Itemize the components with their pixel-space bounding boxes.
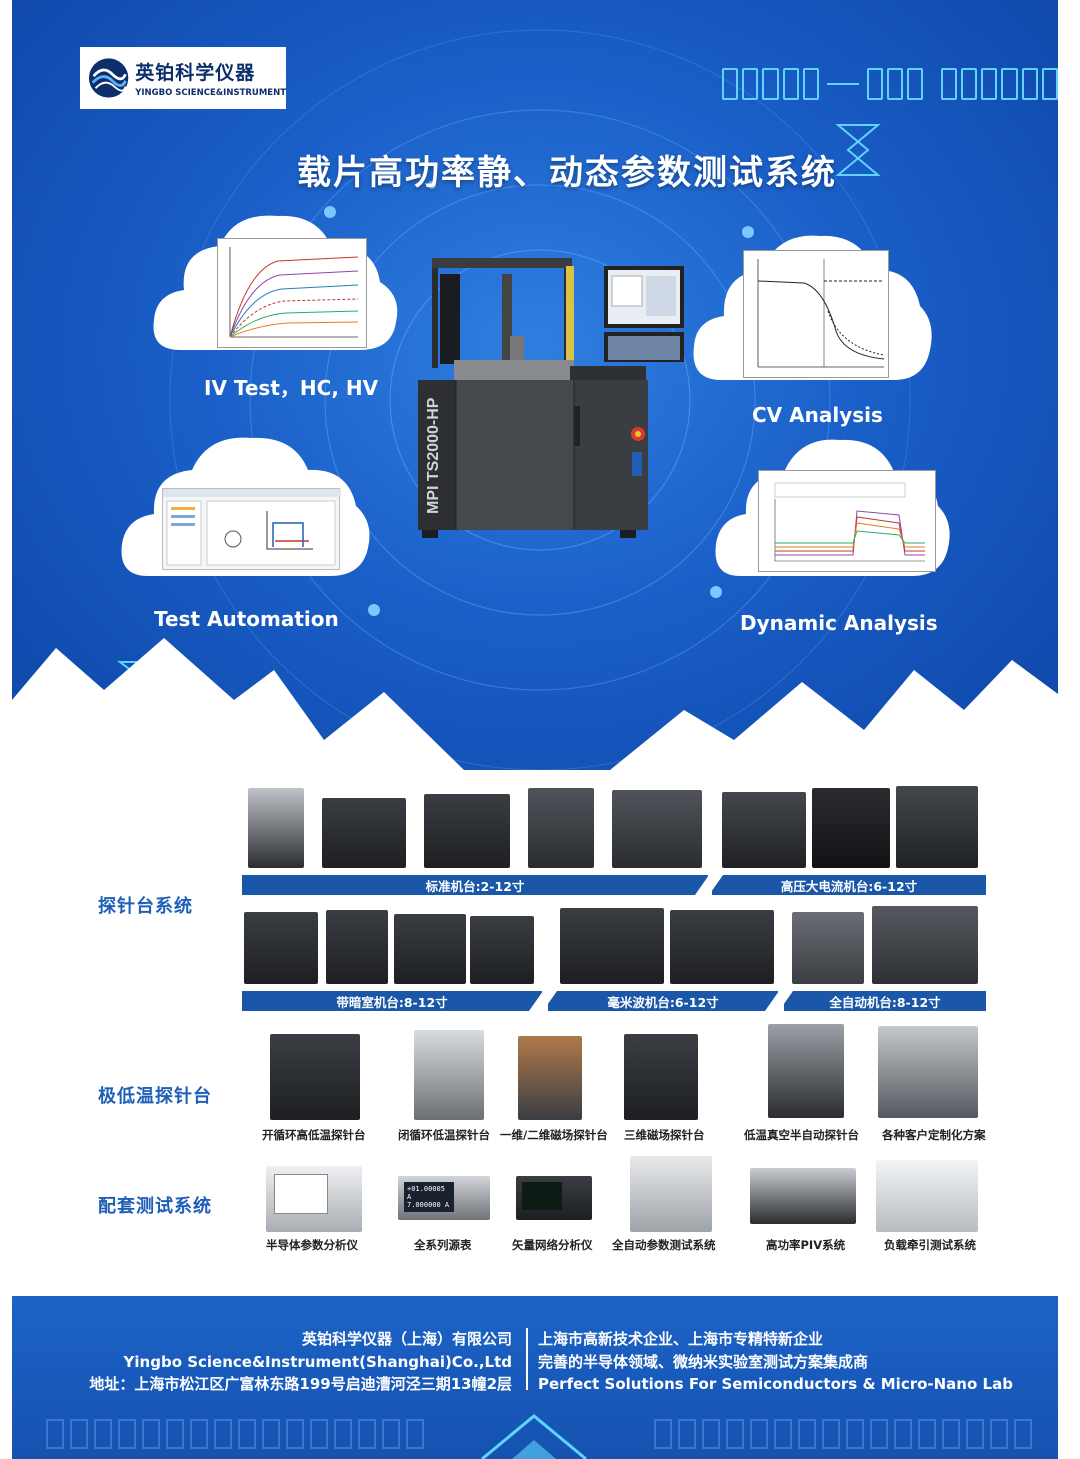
instrument-image-high-power-piv: [750, 1168, 856, 1224]
instrument-image-load-pull: [876, 1160, 978, 1232]
cv-curve-thumbnail: [743, 250, 889, 378]
footer-company-cn: 英铂科学仪器（上海）有限公司: [301, 1330, 512, 1348]
instrument-image-auto-param-system: [630, 1156, 712, 1232]
cryo-image-3d-magnetic: [624, 1034, 698, 1120]
cryo-caption-open-loop: 开循环高低温探针台: [262, 1128, 366, 1142]
product-image-mmwave-1: [560, 908, 664, 984]
footer-decoration: [481, 1414, 587, 1459]
footer-tag-1: 上海市高新技术企业、上海市专精特新企业: [538, 1330, 824, 1348]
cryo-image-open-loop: [270, 1034, 360, 1120]
source-meter-readout-2: 7.000000 A: [407, 1201, 450, 1209]
automation-software-thumbnail: [162, 488, 341, 570]
test-system-section-label: 配套测试系统: [98, 1196, 212, 1217]
brand-name-en: YINGBO SCIENCE&INSTRUMENT: [135, 88, 286, 98]
instrument-image-source-meter: +01.00005 A 7.000000 A: [398, 1176, 490, 1220]
product-image-manual-probe-1: [248, 788, 304, 868]
decorative-rings: [117, 29, 911, 770]
banner-high-voltage-stations: 高压大电流机台:6-12寸: [712, 875, 986, 895]
footer-company-en: Yingbo Science&Instrument(Shanghai)Co.,L…: [123, 1352, 512, 1371]
mountain-divider: [12, 638, 1058, 770]
instrument-caption-load-pull: 负载牵引测试系统: [884, 1238, 976, 1252]
footer-tagline-block: 上海市高新技术企业、上海市专精特新企业 完善的半导体领域、微纳米实验室测试方案集…: [538, 1328, 1013, 1396]
cloud-label-dynamic: Dynamic Analysis: [740, 611, 938, 635]
cryo-caption-closed-loop: 闭循环低温探针台: [398, 1128, 490, 1142]
hero-poster: 英铂科学仪器 YINGBO SCIENCE&INSTRUMENT 载片高功率静、…: [12, 0, 1058, 770]
footer: 英铂科学仪器（上海）有限公司 Yingbo Science&Instrument…: [12, 1296, 1058, 1459]
product-image-dark-1: [244, 912, 318, 984]
footer-ghost-glyphs-right: [654, 1414, 1032, 1454]
cryo-caption-2d-magnetic: 一维/二维磁场探针台: [500, 1128, 608, 1142]
product-image-manual-probe-3: [424, 794, 510, 868]
footer-company-block: 英铂科学仪器（上海）有限公司 Yingbo Science&Instrument…: [89, 1328, 512, 1396]
banner-fully-automatic: 全自动机台:8-12寸: [784, 991, 986, 1011]
brand-logo: 英铂科学仪器 YINGBO SCIENCE&INSTRUMENT: [80, 47, 286, 109]
banner-mmwave: 毫米波机台:6-12寸: [548, 991, 778, 1011]
cryo-image-closed-loop: [414, 1030, 484, 1120]
product-image-mmwave-2: [670, 910, 774, 984]
cloud-label-iv: IV Test，HC, HV: [204, 376, 379, 400]
footer-tag-3: Perfect Solutions For Semiconductors & M…: [538, 1375, 1013, 1393]
cloud-label-cv: CV Analysis: [752, 403, 883, 427]
product-image-dark-4: [470, 916, 534, 984]
product-image-dark-3: [394, 914, 466, 984]
cryo-image-custom: [878, 1026, 978, 1118]
cryo-caption-3d-magnetic: 三维磁场探针台: [624, 1128, 705, 1142]
brand-name-cn: 英铂科学仪器: [135, 62, 256, 84]
product-image-hv-2: [812, 788, 890, 868]
product-image-hv-3: [896, 786, 978, 868]
hero-title: 载片高功率静、动态参数测试系统: [297, 153, 837, 193]
banner-dark-chamber: 带暗室机台:8-12寸: [242, 991, 542, 1011]
footer-ghost-glyphs-left: [46, 1414, 424, 1454]
cryo-image-2d-magnetic: [518, 1036, 582, 1120]
instrument-caption-vna: 矢量网络分析仪: [512, 1238, 593, 1252]
slogan-placeholder-glyphs: [722, 60, 1058, 108]
brand-mark-icon: [88, 58, 129, 98]
product-image-semi-auto-1: [528, 788, 594, 868]
product-image-semi-auto-2: [612, 790, 702, 868]
probe-station-machine: MPI TS2000-HP: [410, 256, 692, 546]
instrument-caption-parameter-analyzer: 半导体参数分析仪: [266, 1238, 358, 1252]
source-meter-readout-1: +01.00005 A: [407, 1185, 445, 1201]
cryo-image-vacuum-semi-auto: [768, 1024, 844, 1118]
product-image-auto-2: [872, 906, 978, 984]
probe-station-section-label: 探针台系统: [98, 896, 193, 917]
dynamic-waveform-thumbnail: [758, 470, 936, 572]
instrument-caption-piv: 高功率PIV系统: [766, 1238, 846, 1252]
cryo-caption-custom: 各种客户定制化方案: [882, 1128, 986, 1142]
instrument-image-parameter-analyzer: [266, 1166, 362, 1232]
cryo-section-label: 极低温探针台: [98, 1086, 212, 1107]
cryo-caption-vacuum: 低温真空半自动探针台: [744, 1128, 859, 1142]
product-image-hv-1: [722, 792, 806, 868]
product-image-dark-2: [326, 910, 388, 984]
instrument-caption-auto-param: 全自动参数测试系统: [612, 1238, 716, 1252]
footer-address: 地址：上海市松江区广富林东路199号启迪漕河泾三期13幢2层: [89, 1375, 512, 1393]
product-image-manual-probe-2: [322, 798, 406, 868]
instrument-image-vna: [516, 1176, 592, 1220]
product-image-auto-1: [792, 912, 864, 984]
footer-tag-2: 完善的半导体领域、微纳米实验室测试方案集成商: [538, 1352, 869, 1371]
banner-standard-stations: 标准机台:2-12寸: [242, 875, 708, 895]
instrument-caption-source-meter: 全系列源表: [414, 1238, 472, 1252]
footer-divider: [526, 1328, 528, 1390]
iv-curve-thumbnail: [217, 238, 367, 348]
machine-model-text: MPI TS2000-HP: [425, 397, 442, 514]
cloud-label-automation: Test Automation: [154, 607, 339, 631]
